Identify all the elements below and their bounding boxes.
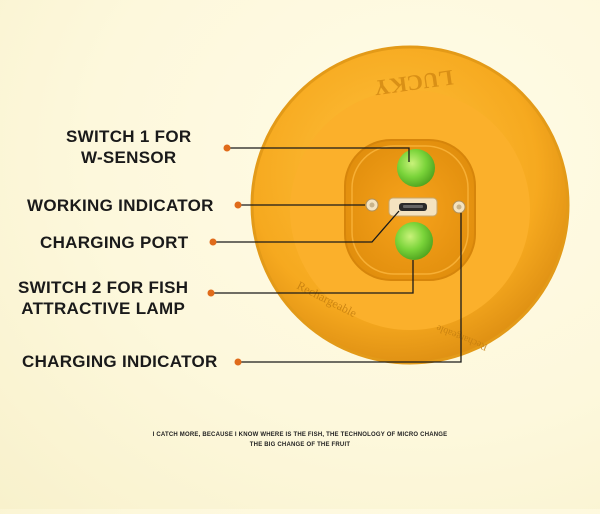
label-switch-2-line2: ATTRACTIVE LAMP <box>21 299 186 318</box>
callout-switch1 <box>227 147 410 162</box>
label-switch-1-line2: W-SENSOR <box>80 148 177 167</box>
label-switch-1-line1: SWITCH 1 FOR <box>66 127 192 146</box>
label-working-indicator: WORKING INDICATOR <box>27 196 214 215</box>
label-charging-port: CHARGING PORT <box>40 233 189 252</box>
label-charging-indicator: CHARGING INDICATOR <box>22 352 218 371</box>
footer-line-1: I CATCH MORE, BECAUSE I KNOW WHERE IS TH… <box>152 432 448 438</box>
callout-switch2 <box>211 260 414 294</box>
footer-line-2: THE BIG CHANGE OF THE FRUIT <box>249 442 351 448</box>
callout-dots <box>207 144 242 366</box>
switch-1-ball <box>397 149 435 187</box>
switch-2-ball <box>395 222 433 260</box>
label-switch-1: SWITCH 1 FOR W-SENSOR <box>66 126 191 168</box>
callout-charging-indicator <box>238 213 462 363</box>
label-switch-2: SWITCH 2 FOR FISH ATTRACTIVE LAMP <box>18 277 188 319</box>
callout-lines <box>211 147 462 363</box>
footer-tagline: I CATCH MORE, BECAUSE I KNOW WHERE IS TH… <box>0 430 600 450</box>
label-switch-2-line1: SWITCH 2 FOR FISH <box>18 278 189 297</box>
callout-charging-port <box>213 210 400 243</box>
